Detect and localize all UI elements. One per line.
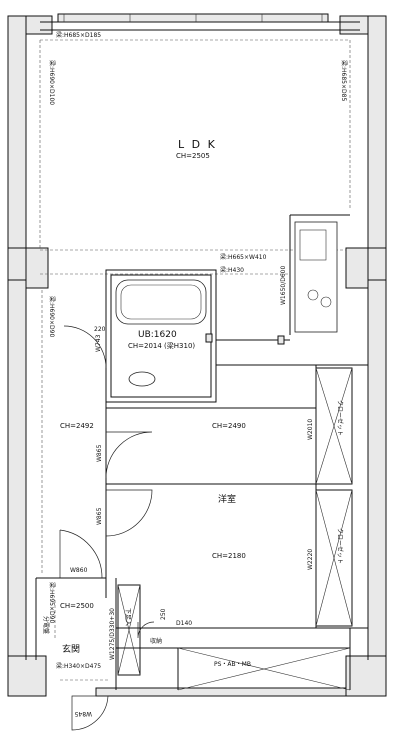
- beam-right-upper-label: 梁:H685×D85: [340, 60, 348, 101]
- closet-bottom-dim: W2220: [307, 549, 314, 570]
- beam-left-upper-label: 梁:H690×D100: [48, 60, 56, 105]
- ps-label: PS・AB・MB: [214, 661, 251, 668]
- bathtub: [115, 279, 207, 325]
- storage-label: 収納: [150, 637, 162, 645]
- interior-walls: [25, 30, 369, 691]
- beam-left-lower-label: 梁:H695×D90: [48, 582, 56, 623]
- ldk-label: L D K: [178, 138, 217, 151]
- closet-b-label: クローゼット: [336, 528, 344, 564]
- beam-top-label: 梁:H685×D185: [56, 31, 101, 39]
- closet-door-dim: W860: [70, 567, 88, 574]
- meter-label: 分電盤: [42, 616, 50, 634]
- closet-top-dim: W2010: [307, 419, 314, 440]
- ub-door-dim: W743: [95, 334, 102, 352]
- room-door-dim: W865: [96, 507, 103, 525]
- ub-label: UB:1620: [138, 330, 177, 340]
- closet-a-label: クローゼット: [336, 400, 344, 436]
- ub-ceiling-height: CH=2014 (梁H310): [128, 341, 195, 350]
- ub-offset-dim: 220: [94, 326, 106, 333]
- western-top-ceiling-height: CH=2490: [212, 422, 246, 430]
- entry-door-dim: W845: [74, 710, 92, 717]
- storage-width-dim: 250: [160, 608, 167, 620]
- western-bottom-ceiling-height: CH=2180: [212, 552, 246, 560]
- shoebox-label: 下足入: [124, 608, 131, 626]
- hall-ceiling-height: CH=2492: [60, 422, 94, 430]
- western-room-label: 洋室: [218, 493, 236, 505]
- wash-basin: [128, 371, 156, 387]
- stove-burner-2: [320, 296, 332, 308]
- beam-entrance-label: 梁:H340×D475: [56, 662, 101, 670]
- shoebox-dim: W1275/D330+30: [109, 608, 116, 660]
- ldk-ceiling-height: CH=2505: [176, 152, 210, 160]
- outer-walls: [7, 13, 387, 697]
- beam-left-mid-label: 梁:H690×D90: [48, 296, 56, 337]
- genkan-label: 玄関: [62, 643, 80, 655]
- beam-mid-b-label: 梁:H430: [220, 266, 244, 274]
- closets: [117, 367, 353, 676]
- fixtures: [115, 221, 338, 387]
- closet-ceiling-height: CH=2500: [60, 602, 94, 610]
- kitchen-counter: [294, 221, 338, 333]
- storage-depth-dim: D140: [176, 620, 192, 627]
- beam-mid-a-label: 梁:H665×W410: [220, 253, 267, 261]
- stove-burner-1: [307, 289, 319, 301]
- kitchen-dim: W1650/D600: [280, 266, 287, 305]
- hall-door-dim: W865: [96, 444, 103, 462]
- sink: [299, 229, 327, 261]
- doors: [59, 325, 155, 731]
